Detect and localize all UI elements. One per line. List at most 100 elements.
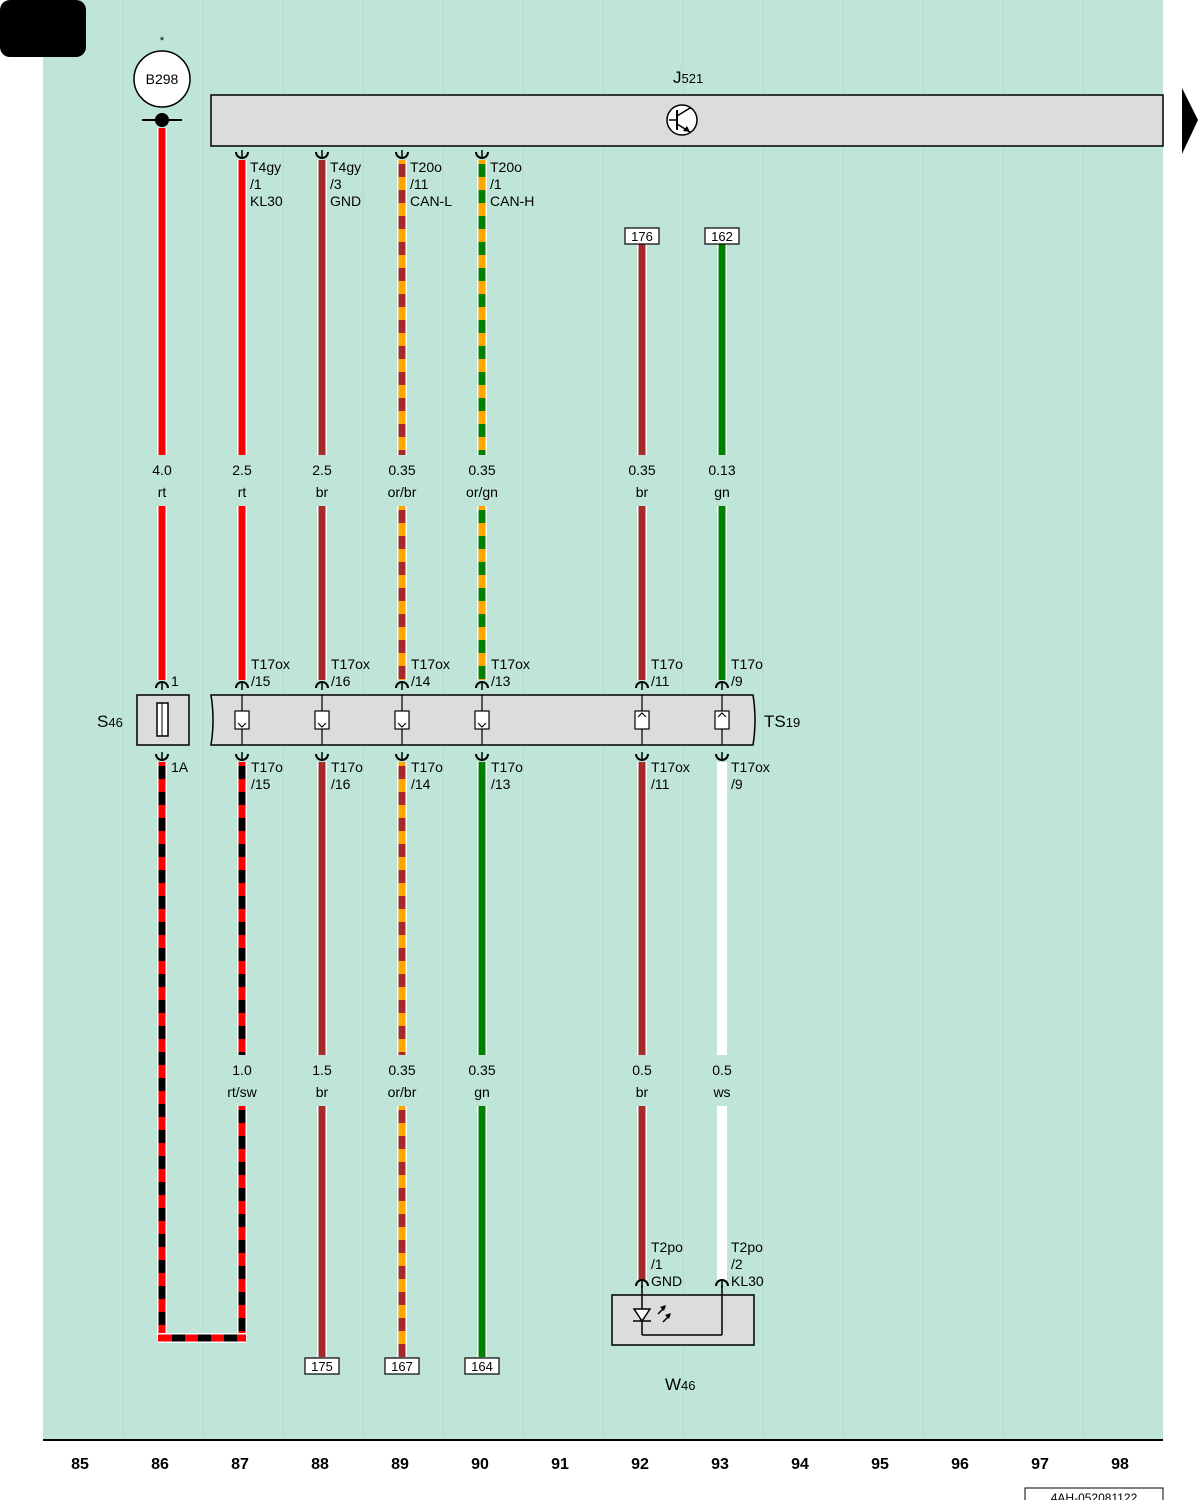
w46-pin-label-1-l2: /2 xyxy=(731,1256,743,1272)
upper-wire-size-6: 0.13 xyxy=(708,462,735,478)
j521-label-sub: 521 xyxy=(682,71,704,86)
upper-wire-6-b xyxy=(717,506,727,680)
lower-wire-4-b xyxy=(477,1106,487,1357)
upper-wire-1-a xyxy=(237,160,247,455)
ref-167[interactable]: 167 xyxy=(384,1357,420,1375)
j521-pin-label-t4gy-1-l1: T4gy xyxy=(250,159,281,175)
w46-component[interactable]: W46 xyxy=(611,1285,755,1394)
upper-wire-2-b xyxy=(317,506,327,680)
lower-wire-2-a xyxy=(317,762,327,1055)
ts-terminal-icon-5 xyxy=(714,695,730,745)
ts-terminal-icon-3 xyxy=(474,695,490,745)
lower-wire-color-0: rt/sw xyxy=(227,1084,257,1100)
j521-pin-label-t20o-1-l1: T20o xyxy=(490,159,522,175)
j521-label: J521 xyxy=(673,68,703,87)
ts-top-pin-label-5-l2: /11 xyxy=(651,673,670,689)
continuation-arrow[interactable] xyxy=(1182,88,1198,154)
j521-pin-label-t4gy-1-l3: KL30 xyxy=(250,193,283,209)
ts-top-pin-label-4-l2: /13 xyxy=(491,673,511,689)
upper-wire-3-b xyxy=(397,506,407,680)
ref-164[interactable]: 164 xyxy=(464,1357,500,1375)
lower-wire-6-a xyxy=(717,762,727,1055)
ts-bottom-pin-label-3-l1: T17o xyxy=(411,759,443,775)
ts-terminal-icon-1 xyxy=(314,695,330,745)
ruler-number-87: 87 xyxy=(231,1456,249,1473)
j521-pin-0 xyxy=(235,150,249,159)
j521-pin-2 xyxy=(395,150,409,159)
w46-label: W46 xyxy=(665,1375,696,1394)
s46-component[interactable]: S46 xyxy=(97,694,190,746)
upper-wire-0-a xyxy=(157,128,167,455)
ts-top-pin-4 xyxy=(475,681,489,690)
ruler-number-92: 92 xyxy=(631,1456,649,1473)
upper-wire-6-a xyxy=(717,243,727,455)
ts-bottom-pin-label-2-l1: T17o xyxy=(331,759,363,775)
upper-wire-color-0: rt xyxy=(158,484,167,500)
j521-pin-label-t4gy-3-l2: /3 xyxy=(330,176,342,192)
w46-pin-label-0-l3: GND xyxy=(651,1273,682,1289)
ref-175[interactable]: 175 xyxy=(304,1357,340,1375)
connector-pins xyxy=(155,150,729,1288)
lower-wire-color-1: br xyxy=(316,1084,329,1100)
ref-176-text: 176 xyxy=(631,229,653,244)
ts-bottom-pin-label-4-l2: /13 xyxy=(491,776,511,792)
w46-pin-label-1-l1: T2po xyxy=(731,1239,763,1255)
j521-pin-label-t4gy-1-l2: /1 xyxy=(250,176,262,192)
transistor-icon xyxy=(666,104,698,136)
ref-162-text: 162 xyxy=(711,229,733,244)
ts-bottom-pin-6 xyxy=(715,752,729,761)
ref-164-text: 164 xyxy=(471,1359,493,1374)
ref-176[interactable]: 176 xyxy=(624,227,660,245)
ruler-number-86: 86 xyxy=(151,1456,169,1473)
lower-wire-4-a xyxy=(477,762,487,1055)
b298-component[interactable]: * B298 xyxy=(133,35,191,127)
w46-pin-label-1-l3: KL30 xyxy=(731,1273,764,1289)
drawing-number: 4AH-052081122 xyxy=(1051,1491,1138,1500)
ref-162[interactable]: 162 xyxy=(704,227,740,245)
w46-pin-label-0-l2: /1 xyxy=(651,1256,663,1272)
j521-pin-label-t4gy-3-l1: T4gy xyxy=(330,159,361,175)
upper-wire-4-b xyxy=(477,506,487,680)
ts-bottom-pin-label-6-l1: T17ox xyxy=(731,759,770,775)
lower-wire-size-1: 1.5 xyxy=(312,1062,332,1078)
upper-wire-3-a xyxy=(397,160,407,455)
w46-box xyxy=(611,1294,755,1346)
ts-bottom-pin-3 xyxy=(395,752,409,761)
drawing-number-box: 4AH-052081122 xyxy=(1024,1487,1164,1500)
lower-wire-color-2: or/br xyxy=(388,1084,417,1100)
led-icon xyxy=(632,1285,723,1336)
b298-terminal-dot xyxy=(155,113,169,127)
j521-component[interactable]: J521 xyxy=(210,68,1164,147)
upper-wire-2-a xyxy=(317,160,327,455)
ts-top-pin-label-1-l2: /15 xyxy=(251,673,271,689)
ts-top-pin-label-3-l2: /14 xyxy=(411,673,431,689)
ruler-number-91: 91 xyxy=(551,1456,569,1473)
ts-bottom-pin-label-0-l1: 1A xyxy=(171,759,189,775)
ruler-number-88: 88 xyxy=(311,1456,329,1473)
page-tab xyxy=(0,0,86,57)
ruler-number-90: 90 xyxy=(471,1456,489,1473)
b298-label: B298 xyxy=(146,71,179,87)
j521-pin-label-t20o-1-l2: /1 xyxy=(490,176,502,192)
j521-pin-label-t20o-11-l2: /11 xyxy=(410,176,429,192)
ts-top-pin-0 xyxy=(155,681,169,690)
b298-marker: * xyxy=(160,35,165,47)
ts-top-pin-label-5-l1: T17o xyxy=(651,656,683,672)
upper-wire-0-b xyxy=(157,506,167,680)
ruler-number-94: 94 xyxy=(791,1456,809,1473)
ts19-component[interactable]: TS19 xyxy=(210,694,800,746)
ts-top-pin-6 xyxy=(715,681,729,690)
ts-bottom-pin-1 xyxy=(235,752,249,761)
ts-bottom-pin-label-5-l1: T17ox xyxy=(651,759,690,775)
ts-top-pin-label-3-l1: T17ox xyxy=(411,656,450,672)
ruler-number-93: 93 xyxy=(711,1456,729,1473)
s46-label-sub: 46 xyxy=(108,715,122,730)
ts-bottom-pin-5 xyxy=(635,752,649,761)
upper-wire-color-3: or/br xyxy=(388,484,417,500)
s46-label: S46 xyxy=(97,712,123,731)
upper-wire-size-3: 0.35 xyxy=(388,462,415,478)
j521-pin-label-t20o-11-l3: CAN-L xyxy=(410,193,452,209)
